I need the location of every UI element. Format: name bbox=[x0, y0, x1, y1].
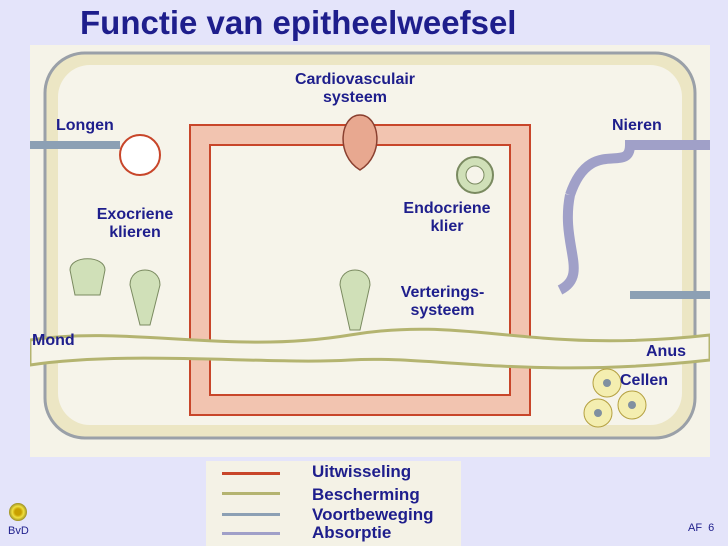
exocrine-gland bbox=[129, 269, 161, 326]
footer-author: BvD bbox=[8, 525, 29, 537]
label-vertering: Verterings- systeem bbox=[400, 284, 485, 319]
sun-logo-icon bbox=[9, 503, 27, 521]
legend-line-voortbeweging bbox=[222, 513, 280, 516]
kidney-tubule bbox=[557, 140, 710, 295]
digestive-gland bbox=[339, 269, 371, 331]
legend-label: Absorptie bbox=[312, 523, 392, 542]
label-mond: Mond bbox=[32, 332, 75, 349]
label-cardiovascular: Cardiovasculair systeem bbox=[294, 71, 416, 106]
legend-line-absorptie bbox=[222, 532, 280, 535]
label-nieren: Nieren bbox=[612, 117, 662, 134]
label-endocrien: Endocriene klier bbox=[403, 200, 491, 235]
slide-title: Functie van epitheelweefsel bbox=[80, 4, 517, 41]
legend-label: Bescherming bbox=[312, 485, 420, 504]
legend-line-bescherming bbox=[222, 492, 280, 495]
label-exocrien: Exocriene klieren bbox=[96, 206, 174, 241]
legend-label: Uitwisseling bbox=[312, 462, 412, 481]
legend: Uitwisseling Bescherming Voortbeweging A… bbox=[206, 461, 461, 546]
heart bbox=[342, 114, 378, 171]
slide-number: AF 6 bbox=[688, 522, 715, 534]
label-cellen: Cellen bbox=[620, 372, 669, 389]
legend-label: Voortbeweging bbox=[312, 505, 434, 524]
lung-alveolus bbox=[119, 134, 161, 176]
body-diagram: Cardiovasculair systeem Longen Nieren Ex… bbox=[28, 45, 712, 457]
legend-line-uitwisseling bbox=[222, 472, 280, 475]
diagram-illustration bbox=[28, 45, 712, 457]
label-anus: Anus bbox=[646, 343, 686, 360]
label-longen: Longen bbox=[56, 117, 114, 134]
